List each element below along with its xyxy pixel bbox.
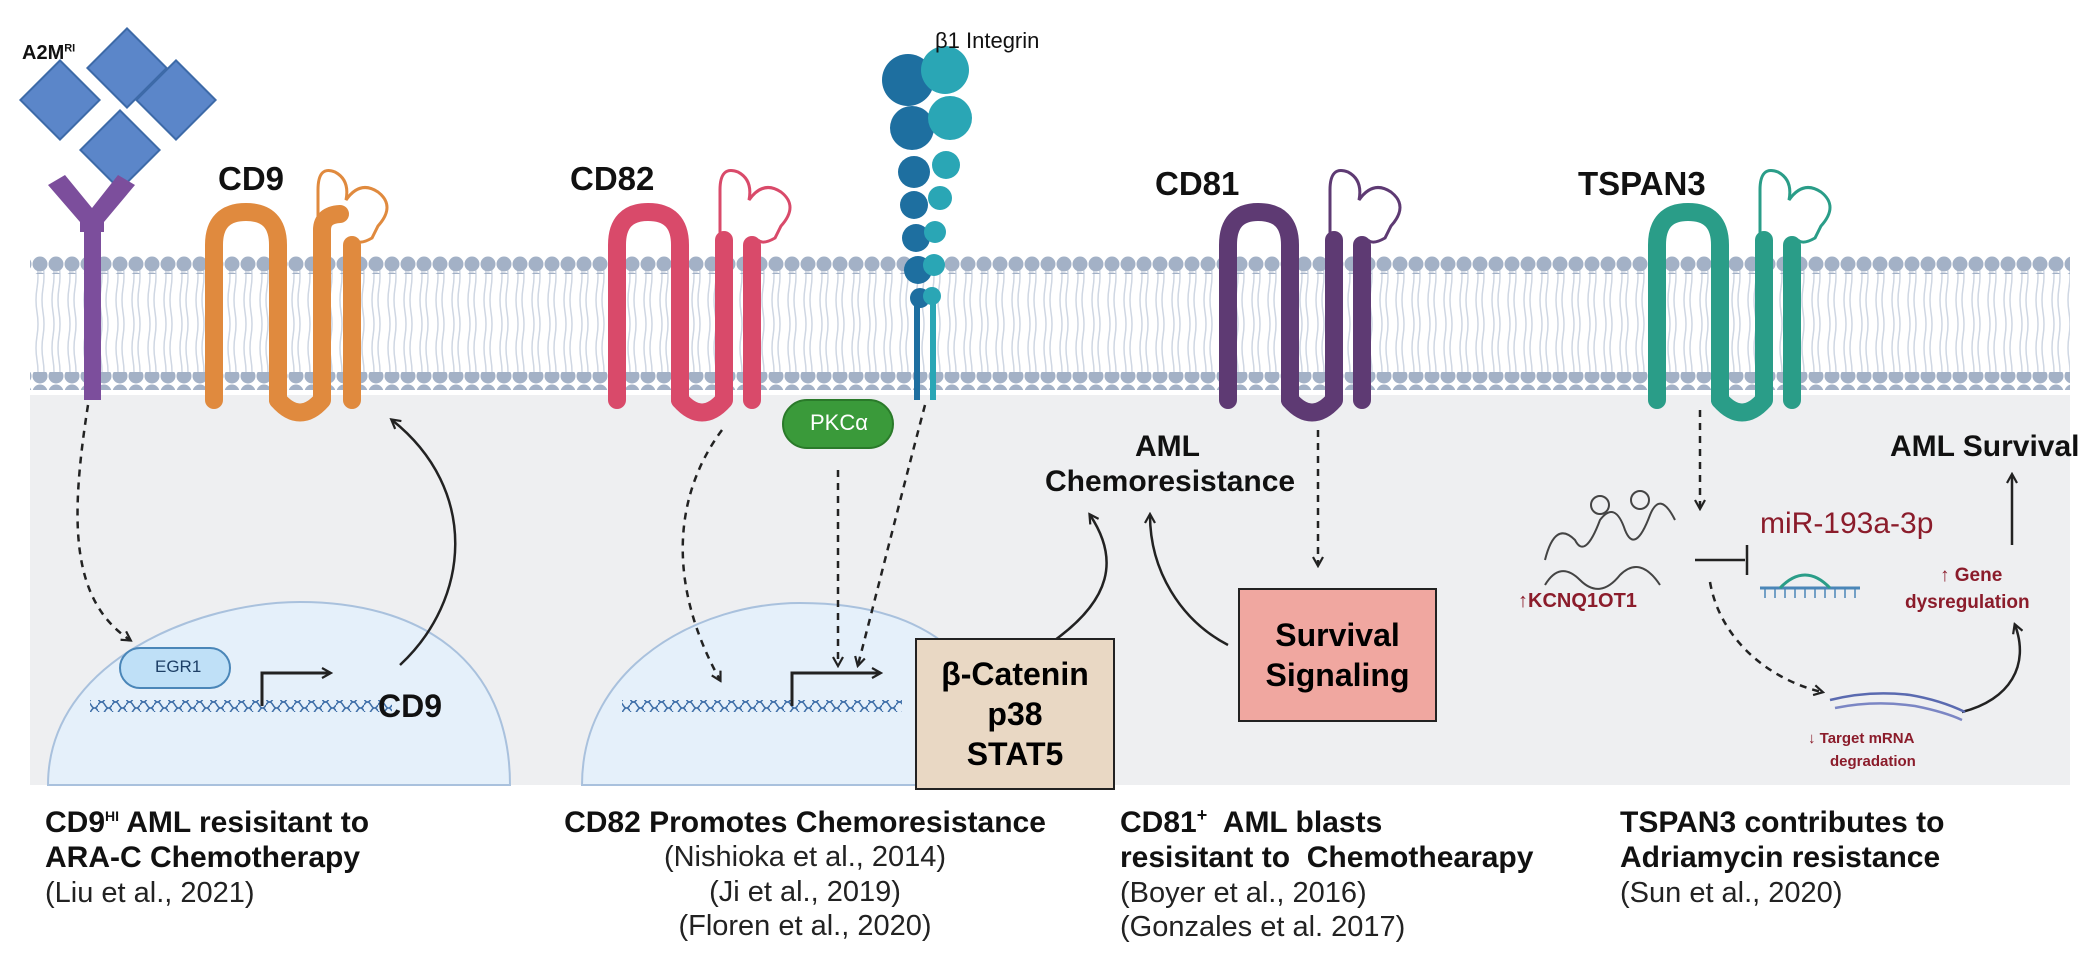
dna-middle (622, 700, 902, 712)
a2m-complex (18, 26, 218, 192)
pkc-alpha (782, 399, 894, 449)
arrow-target-to-gene (1961, 625, 2020, 714)
target-mrna-label-1: ↓ Target mRNA (1808, 730, 1915, 747)
aml-chemo-label-2: Chemoresistance (1045, 465, 1296, 498)
cd9-loop (316, 169, 389, 244)
survival-label-2: Signaling (1265, 657, 1410, 693)
kcnq1ot1-rna (1544, 490, 1676, 590)
caption-cd82-title: CD82 Promotes Chemoresistance (564, 806, 1046, 839)
a2m-receptor (48, 175, 135, 400)
caption-tspan3-title-2: Adriamycin resistance (1620, 841, 1941, 875)
cell-membrane (30, 256, 2070, 390)
caption-cd82-cite-2: (Ji et al., 2019) (709, 875, 901, 908)
stat5-label: STAT5 (966, 736, 1064, 772)
inhibit-kcnq-mirna (1695, 545, 1749, 575)
caption-tspan3-title: TSPAN3 contributes to (1620, 806, 1945, 839)
dna-left (90, 700, 392, 712)
arrow-beta-to-chemo (1054, 515, 1108, 642)
target-mrna-label-2: degradation (1830, 753, 1916, 770)
mirna-hairpin (1760, 573, 1860, 598)
caption-cd81-cite-1: (Boyer et al., 2016) (1120, 876, 1367, 909)
cd81-tetraspanin (1219, 203, 1371, 422)
gene-dysreg-label-1: ↑ Gene (1940, 565, 2003, 586)
tspan3-tetraspanin (1648, 203, 1801, 422)
survival-label-1: Survival (1275, 617, 1400, 653)
arrow-cd9gene-to-cd9 (392, 420, 457, 666)
beta1-integrin (882, 46, 972, 400)
p38-label: p38 (987, 696, 1043, 732)
kcnq-label: ↑KCNQ1OT1 (1518, 590, 1637, 612)
gene-dysreg-label-2: dysregulation (1905, 592, 2030, 613)
survival-signaling-box: Survival Signaling (1238, 588, 1437, 722)
caption-cd9: CD9HI AML resisitant to ARA-C Chemothera… (45, 805, 369, 910)
tss-arrow-middle (790, 673, 880, 706)
cd82-receptor-label: CD82 (570, 160, 655, 197)
cd82-loop (718, 169, 792, 244)
caption-cd9-cite: (Liu et al., 2021) (45, 876, 255, 909)
a2m-label: A2MRI (22, 42, 76, 64)
caption-cd82: CD82 Promotes Chemoresistance (Nishioka … (545, 805, 1065, 943)
caption-cd81-title: CD81+ AML blasts (1120, 805, 1383, 839)
beta-catenin-box: β-Catenin p38 STAT5 (915, 638, 1115, 790)
beta-catenin-label: β-Catenin (941, 656, 1089, 692)
cd82-tetraspanin (608, 203, 761, 422)
caption-cd9-title: CD9HI AML resisitant to (45, 806, 370, 839)
caption-cd9-title-2: ARA-C Chemotherapy (45, 841, 361, 875)
caption-cd81-cite-2: (Gonzales et al. 2017) (1120, 911, 1406, 943)
cd9-receptor-label: CD9 (218, 160, 285, 197)
target-mrna (1829, 692, 1966, 722)
tss-arrow-left (260, 673, 330, 706)
caption-cd81-title-2: resisitant to Chemothearapy (1120, 841, 1534, 875)
caption-tspan3-cite: (Sun et al., 2020) (1620, 876, 1843, 909)
cd9-tetraspanin (205, 203, 361, 422)
egr1-pill (119, 647, 231, 689)
tspan3-receptor-label: TSPAN3 (1578, 165, 1706, 202)
aml-survival-label: AML Survival (1890, 430, 2080, 463)
cd81-loop (1328, 169, 1402, 244)
caption-cd82-cite-3: (Floren et al., 2020) (678, 909, 932, 942)
cd81-receptor-label: CD81 (1155, 165, 1240, 202)
mirna-label: miR-193a-3p (1760, 507, 1934, 540)
arrow-survival-to-chemo (1150, 515, 1229, 647)
integrin-label: β1 Integrin (935, 28, 1040, 53)
caption-tspan3: TSPAN3 contributes to Adriamycin resista… (1620, 805, 1944, 910)
caption-cd82-cite-1: (Nishioka et al., 2014) (663, 841, 947, 874)
cd9-gene-label: CD9 (378, 688, 443, 724)
arrow-integrin-to-nucleus (858, 404, 927, 665)
tspan3-loop (1758, 169, 1832, 244)
arrow-kcnq-to-target (1708, 581, 1822, 692)
pkc-label: PKCα (810, 410, 868, 435)
arrow-a2m-to-egr1 (76, 404, 130, 640)
caption-cd81: CD81+ AML blasts resisitant to Chemothea… (1120, 805, 1533, 944)
arrow-cd82-to-dna (681, 429, 724, 680)
aml-chemo-label-1: AML (1135, 430, 1200, 463)
egr1-label: EGR1 (155, 657, 202, 676)
